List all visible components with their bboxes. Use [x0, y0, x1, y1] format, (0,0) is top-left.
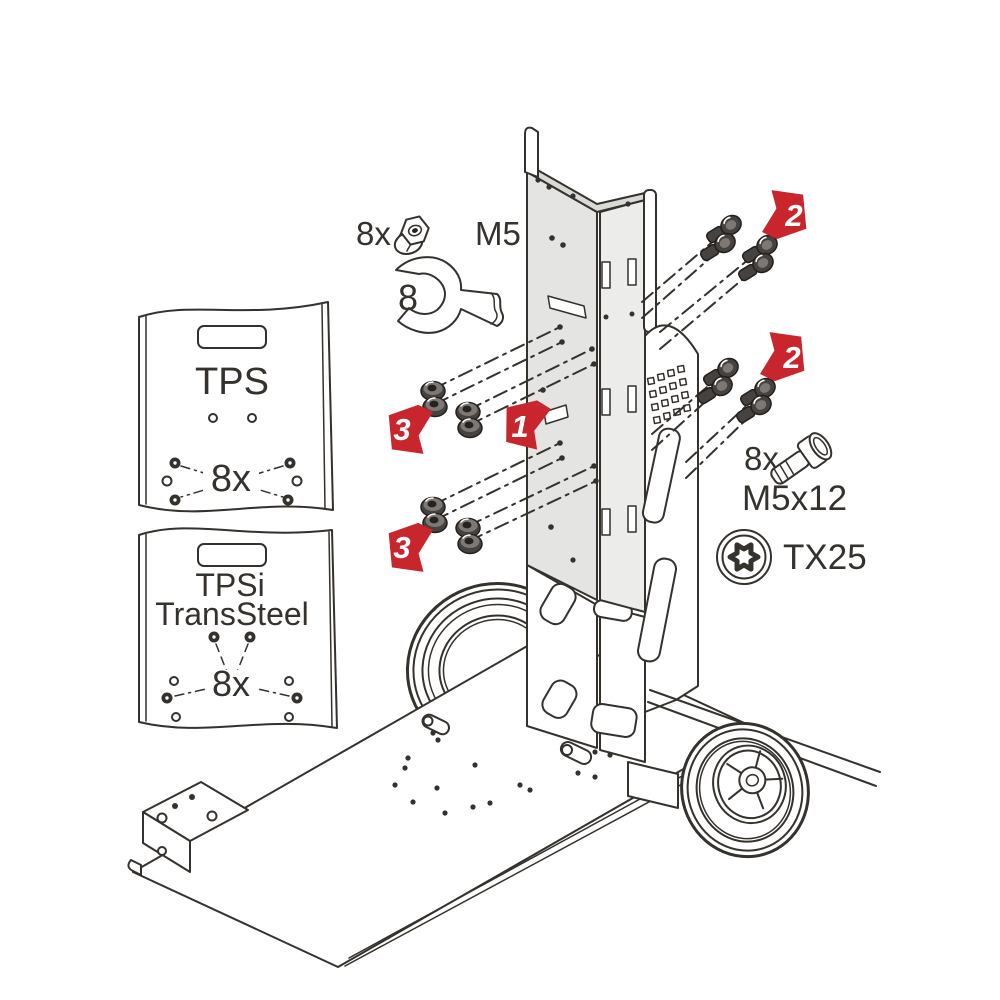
step2-top-group: 2 — [641, 190, 807, 350]
nut-icon — [457, 417, 483, 439]
screw-size-label: M5x12 — [742, 479, 847, 518]
nut-legend: 8x M5 8 — [356, 215, 521, 334]
left-foot-bracket — [127, 781, 249, 876]
panel-tpsi-series-label: TransSteel — [155, 596, 309, 632]
panel-tps: TPS 8x — [138, 301, 334, 513]
step-number: 3 — [393, 412, 410, 447]
panel-tpsi-label: TPSi — [195, 567, 264, 603]
wrench-size-label: 8 — [398, 277, 418, 318]
handle-slot — [197, 325, 267, 349]
deck-keyhole-slot — [421, 713, 451, 736]
side-housing — [637, 324, 699, 713]
red-step-arrow-icon — [760, 332, 805, 382]
screw-icon — [735, 394, 772, 424]
step3-upper-group: 3 — [388, 326, 595, 454]
screw-legend: 8x M5x12 TX25 — [716, 432, 867, 585]
vent-grid — [646, 364, 692, 425]
step-number: 2 — [782, 340, 800, 375]
step-number: 3 — [393, 530, 410, 565]
leader-lines — [432, 326, 595, 426]
screw-icon — [741, 234, 778, 264]
nut-icon — [455, 401, 481, 423]
nut-icon — [420, 380, 446, 402]
hole-pattern-tps: 8x — [161, 457, 303, 506]
leader-lines — [432, 442, 597, 542]
trolley-column — [524, 126, 679, 809]
nut-icon — [422, 512, 448, 534]
step-badge-1: 1 — [506, 400, 551, 450]
red-step-arrow-icon — [388, 522, 433, 572]
screw-icon — [739, 377, 776, 407]
screw-icon — [702, 357, 739, 387]
step3-lower-group: 3 — [388, 442, 597, 572]
nut-qty-label: 8x — [356, 215, 391, 252]
open-end-wrench-icon: 8 — [395, 256, 505, 334]
mounting-plate — [524, 126, 657, 613]
screw-icon — [737, 252, 774, 282]
step-number: 1 — [511, 409, 528, 444]
step-badge-3b: 3 — [388, 522, 433, 572]
screw-icon — [699, 232, 736, 262]
leader-lines — [641, 231, 761, 350]
front-wheel — [680, 721, 810, 859]
hole-pattern-tpsi: 8x — [161, 631, 303, 722]
step-number: 2 — [784, 198, 802, 233]
deck-keyhole-slot — [559, 741, 593, 765]
step-badge-3a: 3 — [388, 404, 433, 454]
step2-middle-group: 2 — [651, 332, 805, 479]
step-badge-2b: 2 — [760, 332, 805, 382]
nut-icon — [455, 517, 481, 539]
hex-nut-icon — [393, 215, 430, 256]
pan-head-screw-icon — [770, 432, 833, 485]
panel-tps-label: TPS — [195, 361, 269, 403]
panel-tps-qty: 8x — [211, 458, 251, 500]
nut-icon — [457, 533, 483, 555]
red-step-arrow-icon — [388, 404, 433, 454]
panel-tpsi-qty: 8x — [212, 663, 250, 704]
plate-left-flange — [524, 126, 539, 178]
nut-size-label: M5 — [475, 215, 521, 252]
handle-slot — [197, 543, 267, 567]
red-step-arrow-icon — [506, 400, 551, 450]
step-badge-2a: 2 — [762, 190, 807, 240]
screw-drive-label: TX25 — [783, 538, 867, 577]
torx-drive-icon — [716, 529, 772, 585]
screw-icon — [696, 375, 733, 405]
column-foot — [627, 761, 679, 809]
wheel-spokes — [726, 750, 784, 810]
panel-tpsi: TPSi TransSteel 8x — [138, 527, 338, 729]
red-step-arrow-icon — [762, 190, 807, 240]
screw-icon — [705, 214, 742, 244]
